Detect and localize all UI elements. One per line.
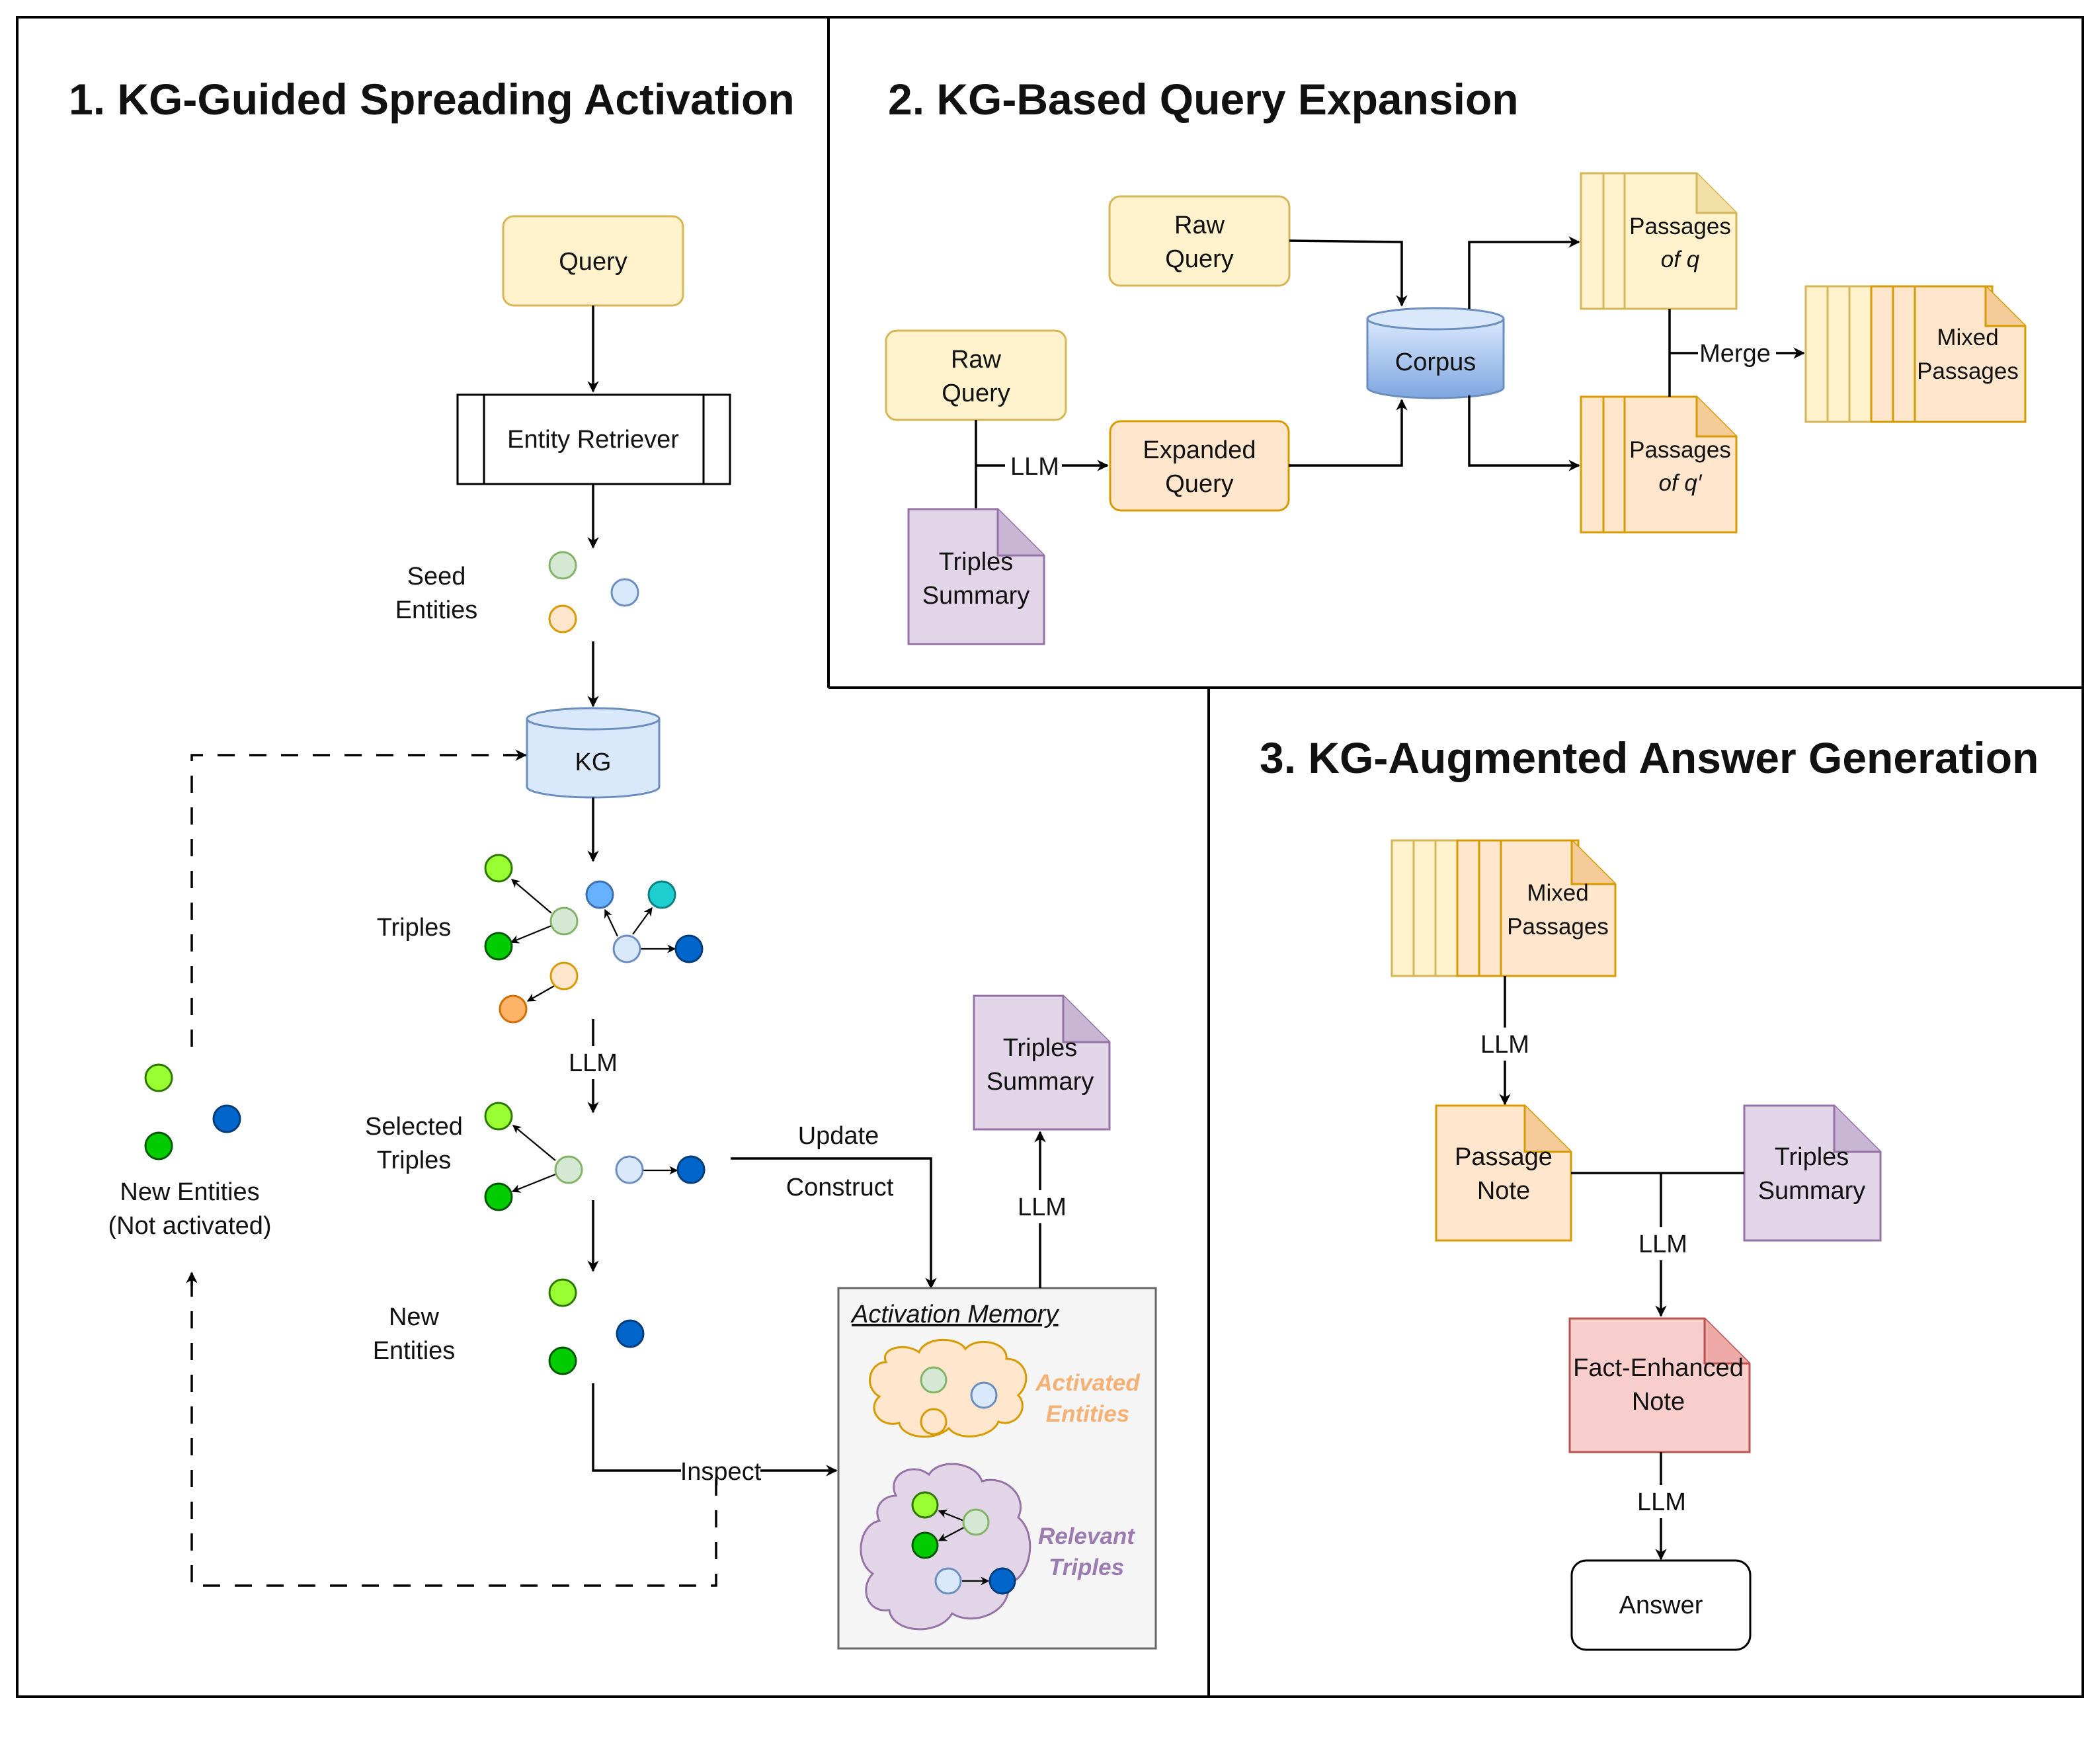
svg-text:Summary: Summary bbox=[1758, 1177, 1866, 1205]
svg-text:of q: of q bbox=[1661, 247, 1700, 272]
llm-label-3a: LLM bbox=[1480, 1031, 1529, 1059]
answer-node: Answer bbox=[1570, 1559, 1752, 1651]
llm-label-3b: LLM bbox=[1638, 1231, 1687, 1258]
svg-text:Mixed: Mixed bbox=[1527, 880, 1588, 906]
svg-text:Entity Retriever: Entity Retriever bbox=[507, 426, 679, 454]
svg-text:of q′: of q′ bbox=[1659, 470, 1703, 496]
merge-label: Merge bbox=[1699, 340, 1771, 368]
triples-summary-doc-3: Triples Summary bbox=[1743, 1104, 1882, 1242]
construct-label: Construct bbox=[786, 1174, 894, 1201]
svg-text:Entities: Entities bbox=[1046, 1401, 1129, 1427]
passages-of-q: Passages of q bbox=[1580, 172, 1738, 310]
seed-entity-dots bbox=[548, 551, 639, 633]
panel-frames bbox=[16, 16, 2084, 1698]
llm-label-summary: LLM bbox=[1018, 1194, 1067, 1221]
mixed-passages-3: Mixed Passages bbox=[1391, 839, 1617, 977]
section-2-title: 2. KG-Based Query Expansion bbox=[888, 75, 1519, 124]
selected-triples-label: Selected Triples bbox=[365, 1113, 463, 1174]
svg-text:Corpus: Corpus bbox=[1395, 348, 1476, 376]
llm-label-expand: LLM bbox=[1010, 453, 1059, 481]
svg-text:New Entities: New Entities bbox=[120, 1178, 259, 1206]
triples-summary-doc-1: Triples Summary bbox=[973, 994, 1111, 1131]
svg-text:Query: Query bbox=[559, 248, 627, 276]
svg-text:Note: Note bbox=[1632, 1388, 1685, 1416]
svg-text:KG: KG bbox=[575, 749, 612, 776]
raw-query-top: Raw Query bbox=[1108, 195, 1291, 287]
svg-text:Triples: Triples bbox=[377, 1147, 452, 1174]
entity-retriever-node: Entity Retriever bbox=[456, 393, 731, 485]
svg-text:(Not activated): (Not activated) bbox=[108, 1212, 271, 1240]
svg-text:Summary: Summary bbox=[987, 1068, 1094, 1096]
svg-text:Passages: Passages bbox=[1629, 437, 1731, 463]
svg-text:Activated: Activated bbox=[1035, 1370, 1140, 1396]
activated-entities-cloud bbox=[869, 1338, 1028, 1438]
svg-text:Entities: Entities bbox=[395, 596, 478, 624]
svg-text:Relevant: Relevant bbox=[1038, 1523, 1135, 1549]
svg-text:New: New bbox=[389, 1303, 440, 1331]
svg-text:Query: Query bbox=[1165, 245, 1233, 273]
triples-graph bbox=[484, 854, 704, 1024]
svg-text:Raw: Raw bbox=[951, 346, 1002, 374]
section-1: Query Entity Retriever Seed Entities KG bbox=[108, 215, 1157, 1650]
expanded-query: Expanded Query bbox=[1109, 420, 1290, 512]
section-1-title: 1. KG-Guided Spreading Activation bbox=[69, 75, 795, 124]
inspect-label: Inspect bbox=[680, 1458, 762, 1486]
section-2: Raw Query Raw Query LLM Triples Summary … bbox=[885, 172, 2027, 645]
section-3: Mixed Passages LLM Passage Note Triples … bbox=[1391, 839, 1882, 1651]
mixed-passages-2: Mixed Passages bbox=[1804, 285, 2027, 423]
passages-of-q-prime: Passages of q′ bbox=[1580, 395, 1738, 534]
update-label: Update bbox=[798, 1122, 879, 1150]
seed-entities-label: Seed Entities bbox=[395, 563, 478, 624]
selected-triples-graph bbox=[484, 1102, 706, 1211]
activation-memory: Activation Memory Activated Entities Rel… bbox=[837, 1287, 1157, 1650]
llm-label-1: LLM bbox=[569, 1049, 618, 1077]
corpus-cylinder: Corpus bbox=[1366, 307, 1505, 399]
query-node: Query bbox=[502, 215, 684, 307]
svg-text:Raw: Raw bbox=[1174, 212, 1225, 239]
svg-text:Answer: Answer bbox=[1619, 1592, 1703, 1619]
llm-label-3c: LLM bbox=[1637, 1488, 1686, 1516]
svg-text:Expanded: Expanded bbox=[1143, 436, 1256, 464]
triples-summary-doc-2: Triples Summary bbox=[907, 508, 1045, 645]
new-entities-label: New Entities bbox=[373, 1303, 456, 1365]
svg-text:Seed: Seed bbox=[407, 563, 466, 590]
triples-label: Triples bbox=[377, 914, 452, 942]
svg-text:Triples: Triples bbox=[1775, 1143, 1849, 1171]
svg-text:Query: Query bbox=[942, 380, 1010, 407]
passage-note: Passage Note bbox=[1435, 1104, 1572, 1242]
svg-text:Triples: Triples bbox=[939, 548, 1014, 576]
svg-text:Selected: Selected bbox=[365, 1113, 463, 1141]
section-3-title: 3. KG-Augmented Answer Generation bbox=[1260, 733, 2039, 782]
svg-text:Passages: Passages bbox=[1629, 214, 1731, 239]
svg-text:Activation Memory: Activation Memory bbox=[850, 1301, 1060, 1328]
kg-cylinder: KG bbox=[526, 707, 661, 799]
svg-text:Entities: Entities bbox=[373, 1337, 456, 1365]
svg-text:Note: Note bbox=[1477, 1177, 1530, 1205]
svg-text:Mixed: Mixed bbox=[1937, 325, 1998, 350]
new-entity-dots bbox=[548, 1278, 645, 1375]
svg-text:Query: Query bbox=[1165, 470, 1233, 498]
svg-text:Triples: Triples bbox=[1003, 1034, 1078, 1062]
new-entities-not-activated-dots bbox=[144, 1063, 241, 1160]
new-entities-not-activated-label: New Entities (Not activated) bbox=[108, 1178, 271, 1240]
svg-text:Passage: Passage bbox=[1455, 1143, 1553, 1171]
svg-text:Fact-Enhanced: Fact-Enhanced bbox=[1573, 1354, 1744, 1382]
svg-text:Passages: Passages bbox=[1917, 358, 2019, 384]
svg-text:Passages: Passages bbox=[1507, 914, 1609, 940]
relevant-triples-cloud bbox=[860, 1463, 1031, 1631]
raw-query-left: Raw Query bbox=[885, 329, 1067, 421]
svg-text:Triples: Triples bbox=[1049, 1555, 1124, 1580]
svg-text:Summary: Summary bbox=[922, 582, 1030, 610]
fact-enhanced-note: Fact-Enhanced Note bbox=[1568, 1317, 1751, 1453]
